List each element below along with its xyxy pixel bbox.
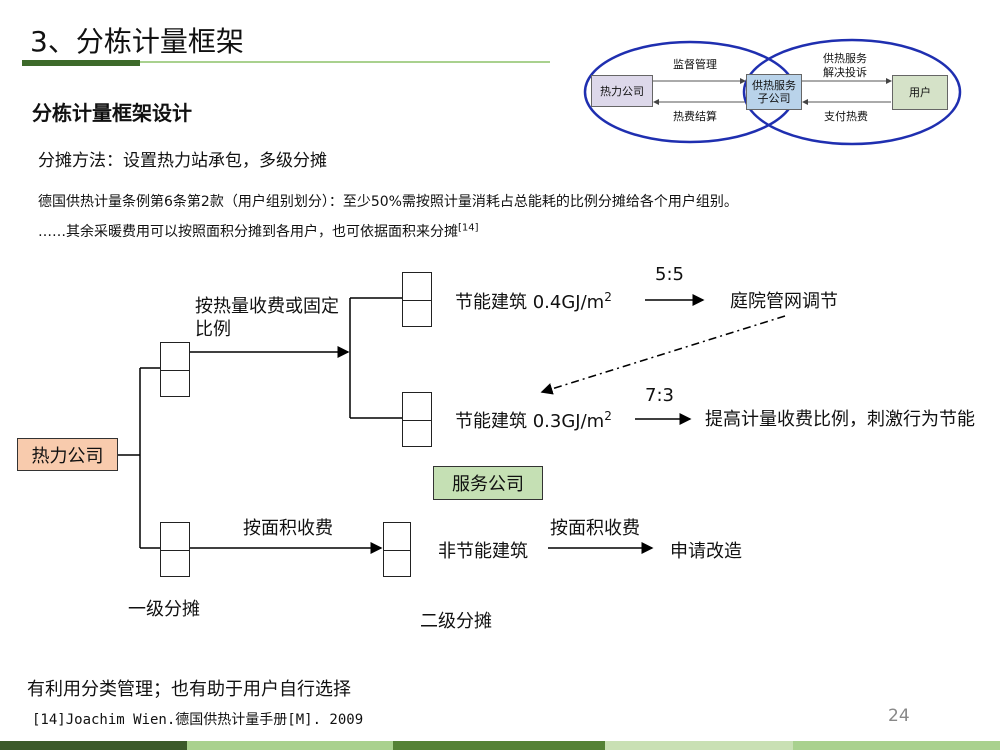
title-underline-accent: [22, 60, 140, 66]
level2-node-non-energy: [383, 522, 411, 577]
level2-label: 二级分摊: [420, 611, 492, 632]
level1-node-upper: [160, 342, 190, 397]
apply-retrofit-label: 申请改造: [670, 541, 742, 562]
level1-label: 一级分摊: [128, 599, 200, 620]
mini-settle-label: 热费结算: [673, 110, 717, 123]
section-subtitle: 分栋计量框架设计: [32, 101, 192, 125]
building-04-text: 节能建筑 0.4GJ/m: [455, 292, 605, 313]
footer-bar-4: [605, 741, 793, 750]
mini-service-sub-box: 供热服务子公司: [746, 74, 802, 110]
regulation-text: 德国供热计量条例第6条第2款（用户组别划分）：至少50%需按照计量消耗占总能耗的…: [38, 194, 738, 210]
ratio-73-label: 7:3: [645, 385, 674, 406]
raise-ratio-label: 提高计量收费比例，刺激行为节能: [705, 409, 975, 430]
service-company-box: 服务公司: [433, 466, 543, 500]
footer-bar-2: [187, 741, 393, 750]
mini-pay-label: 支付热费: [824, 110, 868, 123]
level1-node-lower: [160, 522, 190, 577]
page-title: 3、分栋计量框架: [30, 25, 244, 58]
remaining-cost-body: ……其余采暖费用可以按照面积分摊到各用户，也可依据面积来分摊: [38, 224, 458, 240]
branch-heat-label: 按热量收费或固定比例: [195, 296, 339, 340]
yard-network-label: 庭院管网调节: [730, 291, 838, 312]
mini-user-box: 用户: [892, 75, 948, 110]
mini-supervise-label: 监督管理: [673, 58, 717, 71]
mini-complaint-label: 供热服务解决投诉: [823, 52, 867, 79]
level2-node-03: [402, 392, 432, 447]
building-04-label: 节能建筑 0.4GJ/m2: [455, 288, 612, 314]
level2-node-04: [402, 272, 432, 327]
method-text: 分摊方法：设置热力站承包，多级分摊: [38, 151, 327, 171]
footer-bar-3: [393, 741, 605, 750]
unit-superscript: 2: [604, 409, 612, 423]
reference-text: [14]Joachim Wien.德国供热计量手册[M]. 2009: [32, 712, 364, 728]
mini-heat-company-box: 热力公司: [591, 75, 653, 107]
conclusion-text: 有利用分类管理；也有助于用户自行选择: [27, 679, 351, 700]
citation-ref: [14]: [458, 222, 479, 234]
non-energy-building-label: 非节能建筑: [438, 541, 528, 562]
title-underline: [140, 61, 550, 63]
unit-superscript: 2: [604, 290, 612, 304]
ellipse-right: [742, 38, 962, 146]
building-03-label: 节能建筑 0.3GJ/m2: [455, 407, 612, 433]
branch-area-label: 按面积收费: [243, 518, 333, 539]
footer-bar-5: [793, 741, 1000, 750]
page-number: 24: [888, 706, 910, 726]
footer-bar-1: [0, 741, 187, 750]
remaining-cost-text: ……其余采暖费用可以按照面积分摊到各用户，也可依据面积来分摊[14]: [38, 221, 479, 241]
ratio-55-label: 5:5: [655, 264, 684, 285]
area-fee-label: 按面积收费: [550, 518, 640, 539]
heat-company-box: 热力公司: [17, 438, 118, 471]
building-03-text: 节能建筑 0.3GJ/m: [455, 411, 605, 432]
